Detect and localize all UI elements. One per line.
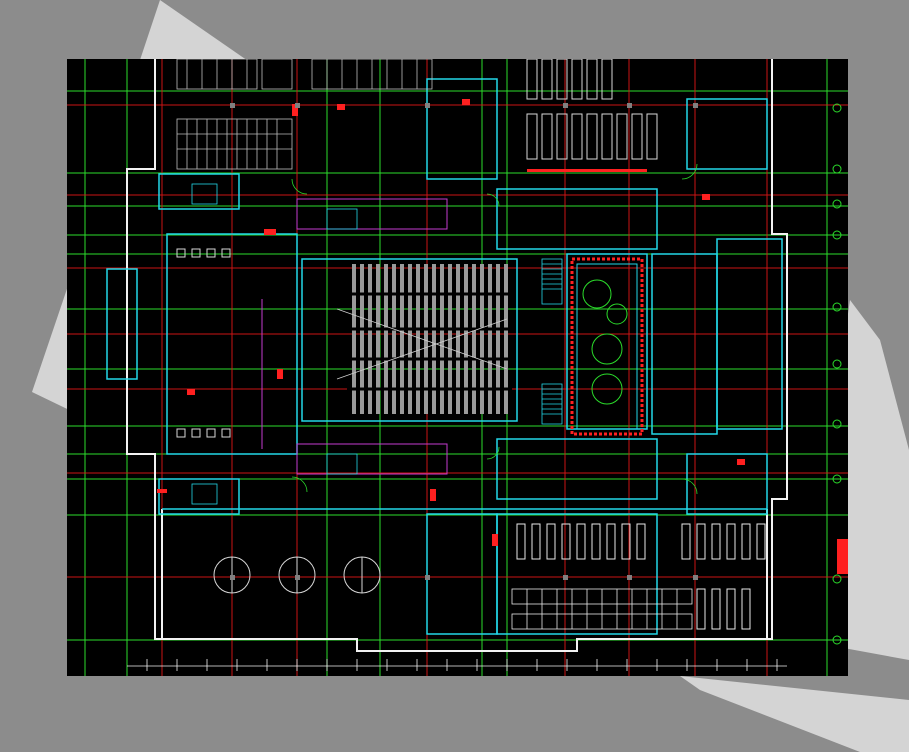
bottom-right-desks — [516, 523, 766, 630]
auditorium-seats — [352, 264, 508, 414]
doors-and-outlines-magenta — [261, 198, 448, 475]
auditorium-aisles — [347, 292, 512, 391]
exterior-walls — [126, 59, 788, 652]
top-right-desks — [526, 59, 658, 160]
stair-icon — [191, 183, 563, 505]
stage-inner — [576, 263, 638, 430]
left-lobby-tables — [176, 248, 231, 438]
structural-columns — [230, 103, 698, 580]
background-shard-bottom — [680, 676, 909, 752]
grid-bubble-icon — [832, 103, 842, 645]
stage-circles — [582, 279, 628, 405]
auditorium-diagonal — [336, 308, 508, 370]
cad-floor-plan-viewport[interactable] — [67, 59, 848, 676]
door-swing-icon — [291, 163, 698, 495]
door-markers — [157, 99, 848, 574]
dimension-strip — [127, 659, 787, 671]
grid-lines-green — [67, 59, 848, 676]
floor-plan-drawing — [67, 59, 848, 676]
interior-walls-cyan — [106, 78, 783, 635]
auditorium-diagonal-2 — [336, 318, 508, 380]
top-furniture-grids — [176, 59, 433, 170]
bottom-grid-tables — [511, 588, 693, 630]
stage-hatch-border — [570, 257, 644, 436]
